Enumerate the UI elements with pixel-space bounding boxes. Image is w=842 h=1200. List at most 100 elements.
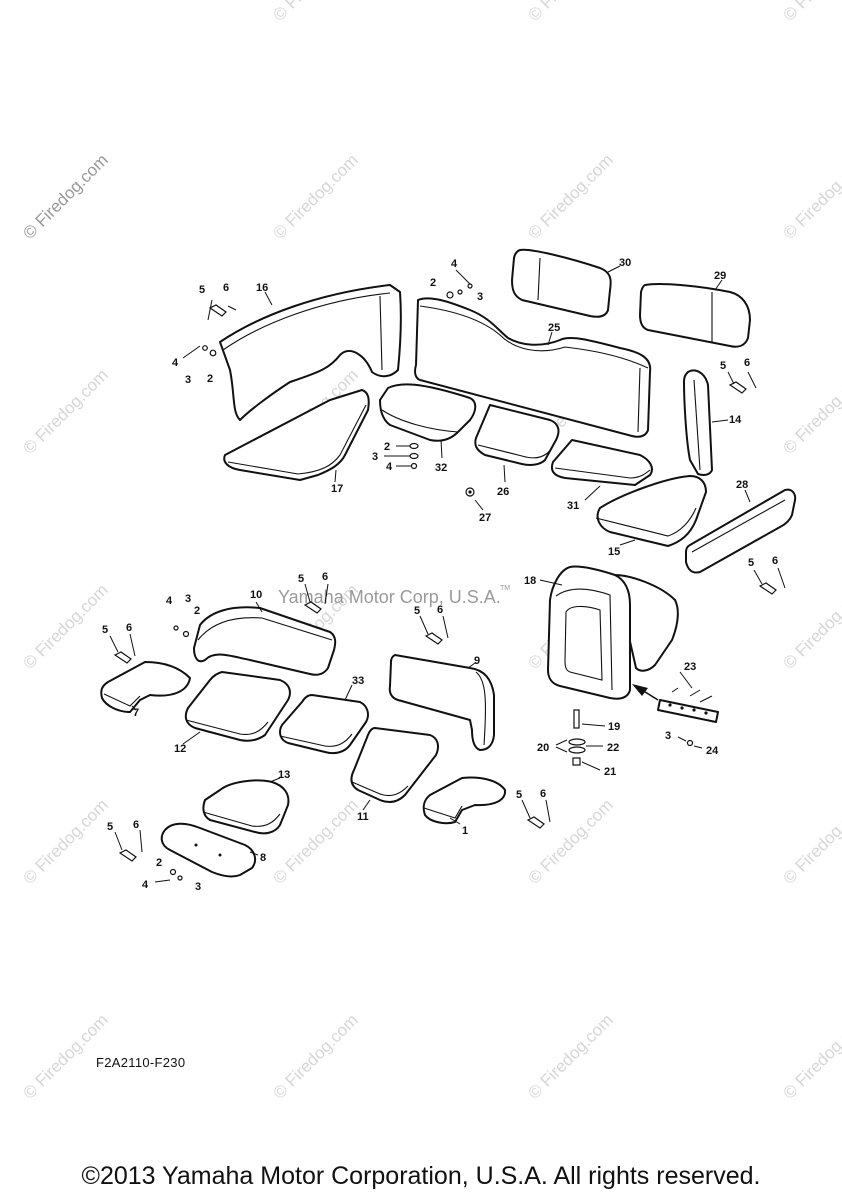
part-10-backrest: [193, 606, 337, 676]
label-18: 18: [524, 575, 536, 587]
label-3: 3: [185, 593, 191, 605]
label-6: 6: [133, 819, 139, 831]
watermark-text: © Firedog.com: [269, 0, 361, 25]
label-4: 4: [172, 357, 179, 369]
label-2: 2: [194, 605, 200, 617]
part-9-backrest: [388, 654, 495, 751]
part-17-seat-cushion: [223, 389, 370, 481]
hardware-right-mid: [753, 567, 786, 595]
label-31: 31: [567, 500, 579, 512]
label-4: 4: [451, 258, 458, 270]
part-33-seat-cushion: [279, 694, 369, 755]
copyright-notice: ©2013 Yamaha Motor Corporation, U.S.A. A…: [81, 1162, 761, 1190]
part-13-seat-cushion: [202, 779, 290, 835]
hardware-center-cushion: [384, 442, 419, 470]
watermark-text: © Firedog.com: [779, 795, 842, 887]
watermark-text: © Firedog.com: [524, 0, 616, 25]
hardware-lower-right: [521, 799, 551, 829]
label-6: 6: [437, 604, 443, 616]
label-6: 6: [322, 571, 328, 583]
label-6: 6: [126, 622, 132, 634]
watermark-text: © Firedog.com: [524, 795, 616, 887]
label-3: 3: [185, 374, 191, 386]
part-14-side-panel: [683, 369, 713, 476]
watermark-text: © Firedog.com: [19, 795, 111, 887]
label-2: 2: [207, 373, 213, 385]
center-watermark-mark: TM: [500, 585, 510, 592]
part-12-seat-cushion: [184, 671, 291, 742]
part-11-seat-cushion: [350, 727, 439, 804]
label-22: 22: [607, 742, 619, 754]
part-25-backrest: [414, 297, 652, 438]
label-2: 2: [156, 857, 162, 869]
part-32-seat-cushion: [379, 383, 477, 442]
watermark-text: © Firedog.com: [779, 0, 842, 25]
watermark-text: © Firedog.com: [524, 150, 616, 242]
label-7: 7: [133, 707, 139, 719]
part-16-backrest: [219, 284, 402, 421]
label-4: 4: [142, 879, 149, 891]
watermark-text: © Firedog.com: [19, 365, 111, 457]
lower-leader-lines: [131, 579, 563, 856]
label-2: 2: [384, 441, 390, 453]
watermark-text: © Firedog.com: [19, 150, 111, 242]
part-18-seat-chair: [547, 565, 679, 700]
label-4: 4: [386, 461, 393, 473]
label-9: 9: [474, 655, 480, 667]
label-3: 3: [372, 451, 378, 463]
part-8-bolster: [160, 822, 257, 878]
label-6: 6: [772, 555, 778, 567]
label-25: 25: [548, 322, 560, 334]
watermark-text: © Firedog.com: [269, 1010, 361, 1102]
watermark-text: © Firedog.com: [19, 580, 111, 672]
label-3: 3: [195, 881, 201, 893]
part-28-bolster: [685, 488, 797, 574]
label-5: 5: [298, 573, 304, 585]
watermark-text: © Firedog.com: [779, 365, 842, 457]
hardware-lower-center-left: [303, 583, 329, 614]
label-6: 6: [744, 357, 750, 369]
label-19: 19: [608, 721, 620, 733]
diagram-code: F2A2110-F230: [96, 1055, 186, 1070]
label-24: 24: [706, 745, 719, 757]
hardware-upper-center: [446, 269, 473, 299]
label-1: 1: [462, 825, 468, 837]
label-11: 11: [357, 811, 369, 823]
part-26-seat-cushion: [474, 404, 560, 466]
label-13: 13: [278, 769, 290, 781]
center-watermark: Yamaha Motor Corp, U.S.A.: [278, 587, 501, 607]
upper-leader-lines: [264, 265, 751, 546]
label-5: 5: [720, 360, 726, 372]
part-15-seat-cushion: [595, 475, 707, 547]
watermark-text: © Firedog.com: [779, 580, 842, 672]
label-27: 27: [479, 512, 491, 524]
pedestal-hardware: [555, 709, 703, 771]
label-5: 5: [107, 821, 113, 833]
part-27-grommet: [465, 487, 475, 497]
label-29: 29: [714, 270, 726, 282]
label-5: 5: [414, 605, 420, 617]
watermark-text: © Firedog.com: [779, 1010, 842, 1102]
hardware-upper-left: [182, 299, 237, 359]
label-21: 21: [604, 766, 616, 778]
watermark-text: © Firedog.com: [269, 150, 361, 242]
part-1-side-cushion: [422, 776, 507, 825]
part-labels: 16 5 6 4 3 2 17 4 2 3 25 30 29 5 6 14 2 …: [102, 257, 778, 893]
label-12: 12: [174, 743, 186, 755]
label-6: 6: [540, 788, 546, 800]
label-26: 26: [497, 486, 509, 498]
part-23-bracket: [657, 671, 719, 723]
label-2: 2: [430, 277, 436, 289]
label-6: 6: [223, 282, 229, 294]
part-31-seat-cushion: [550, 439, 653, 486]
hardware-upper-right: [727, 371, 757, 394]
hardware-lower-center: [419, 615, 449, 645]
label-28: 28: [736, 479, 748, 491]
part-29-backrest-top: [639, 283, 751, 348]
label-14: 14: [729, 414, 742, 426]
label-5: 5: [748, 557, 754, 569]
label-15: 15: [608, 546, 620, 558]
watermark-text: © Firedog.com: [524, 1010, 616, 1102]
label-3: 3: [477, 291, 483, 303]
